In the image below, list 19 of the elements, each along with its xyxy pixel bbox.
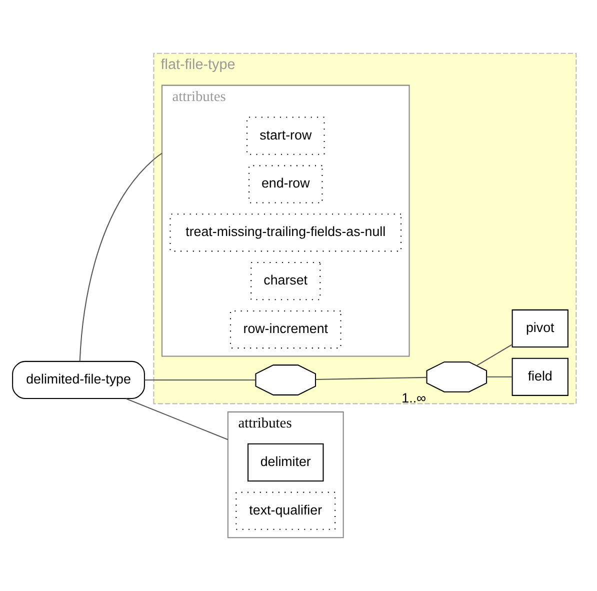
connector bbox=[316, 376, 427, 380]
node-box: treat-missing-trailing-fields-as-null bbox=[170, 214, 402, 252]
node-box: charset bbox=[250, 262, 321, 300]
node-octagon bbox=[255, 364, 316, 396]
node-octagon bbox=[426, 361, 488, 392]
node-box: start-row bbox=[246, 116, 325, 155]
connector bbox=[79, 152, 162, 362]
node-box: delimiter bbox=[248, 443, 324, 482]
node-box: end-row bbox=[248, 165, 323, 204]
node-label: 1..∞ bbox=[402, 390, 426, 406]
node-box: field bbox=[512, 358, 568, 396]
node-box: row-increment bbox=[230, 310, 342, 349]
connector bbox=[476, 344, 513, 366]
node-box: text-qualifier bbox=[236, 492, 336, 530]
node-box: pivot bbox=[512, 309, 568, 348]
connector bbox=[126, 398, 228, 440]
node-box: delimited-file-type bbox=[12, 360, 145, 400]
connector bbox=[486, 376, 512, 378]
connector bbox=[144, 379, 256, 380]
